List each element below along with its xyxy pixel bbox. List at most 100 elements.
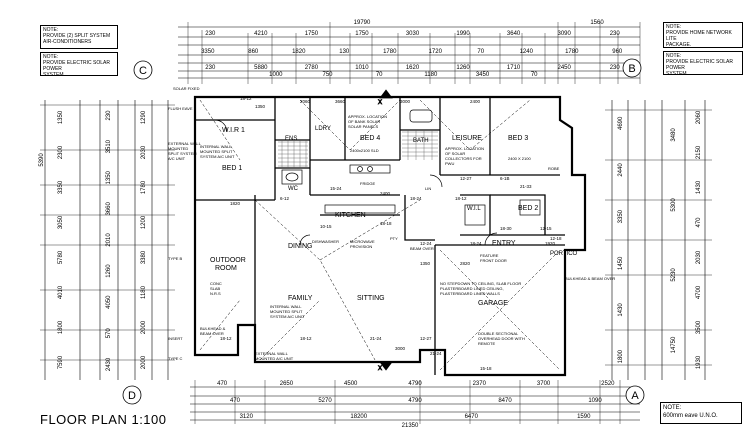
dim-top-row2: 1240 [520,49,534,55]
dim-left-col2: 570 [106,328,112,339]
note-flush-eave: FLUSH EAVE [168,106,193,111]
section-arrows: X X [378,89,393,372]
dim-right-col1: 3350 [618,209,624,223]
room-wil: W.I.L [467,206,481,212]
interior-dim: 18-12 [220,336,232,341]
dim-top-row3: 2450 [557,65,571,71]
interior-dim: 18-24 [410,196,422,201]
grid-markers [122,58,645,405]
dim-left-col3: 3380 [141,250,147,264]
note-home-network: NOTE: PROVIDE HOME NETWORK LITE PACKAGE. [663,22,743,48]
dim-left-col2: 230 [106,110,112,121]
interior-dim: 1920 [545,241,556,246]
dim-top-row2: 960 [612,49,623,55]
interior-dim: 21-24 [430,351,442,356]
note-internal2-1: INTERNAL WALL [270,304,302,309]
note-window: 2400 X 2100 [508,156,531,161]
note-internal-2: MOUNTED SPLIT [200,149,233,154]
dim-bottom-row1: 4790 [408,381,422,387]
dim-top-row1: 1990 [456,31,470,37]
note-external-4: A/C UNIT [168,156,186,161]
dim-top-row1: 3090 [557,31,571,37]
dim-right-col1: 2440 [618,163,624,177]
dim-top-row1: 1750 [355,31,369,37]
fixtures [214,109,541,246]
dim-left-col2: 2010 [106,233,112,247]
interior-dim: 1350 [255,104,266,109]
dim-right-col2: 14750 [671,336,677,353]
left-dimension-lines [40,100,175,380]
dim-top-row3: 1710 [507,65,521,71]
hip-lines [199,99,561,371]
grid-marker-d: D [128,390,136,402]
dim-right-col1: 4690 [618,116,624,130]
dim-top-row3: 230 [610,65,621,71]
dim-top-row1: 1750 [305,31,319,37]
note-internal2-2: MOUNTED SPLIT [270,309,303,314]
dim-right-col3: 3500 [696,320,702,334]
dim-left-col3: 2030 [141,145,147,159]
note-pantry: PTY [390,236,398,241]
dim-left-col1: 4010 [58,285,64,299]
interior-dim: 12-18 [550,236,562,241]
note-robe: ROBE [548,166,560,171]
interior-dim: 3000 [400,99,411,104]
dim-top-row1: 4210 [254,31,268,37]
dim-top-row1: 3030 [406,31,420,37]
room-ens: ENS [285,136,297,142]
room-family: FAMILY [288,295,313,302]
room-wc1: WC [288,186,299,192]
note-door-2: OVERHEAD DOOR WITH [478,336,525,341]
interior-dim: 2060 [300,99,311,104]
plan-title: FLOOR PLAN 1:100 [40,412,167,427]
note-internal2-3: SYSTEM A/C UNIT [270,314,305,319]
dim-top-row1: 230 [610,31,621,37]
dim-bottom-row1: 2370 [473,381,487,387]
dim-left-col3: 1290 [141,110,147,124]
note-feature-door-1: FEATURE [480,253,499,258]
interior-dim: 1350 [420,261,431,266]
dim-top-row4: 70 [376,72,383,78]
note-panels-3: SOLAR PANELS [348,124,378,129]
dim-top-row4: 3450 [476,72,490,78]
dim-left-overall: 5390 [39,153,45,167]
note-external2-2: MOUNTED A/C UNIT [255,356,294,361]
interior-dim: 3000 [395,346,406,351]
dim-top-row1: 230 [205,31,216,37]
note-type-c: TYPE C [168,356,183,361]
note-door-3: REMOTE [478,341,495,346]
note-cornice-2: SLAB [210,286,221,291]
dim-right-col3: 4700 [696,285,702,299]
grid-marker-c: C [139,65,147,77]
dim-right-col1: 1450 [618,256,624,270]
note-solar-left: NOTE: PROVIDE ELECTRIC SOLAR POWER SYSTE… [40,52,118,78]
internal-walls [194,97,565,375]
room-outdoor-2: ROOM [215,265,237,272]
dim-top-right: 1560 [590,20,604,26]
note-garage-3: PLASTERBOARD LINED WALLS [440,291,500,296]
dim-top-row3: 1260 [456,65,470,71]
dim-left-col2: 1260 [106,264,112,278]
annotations: SOLAR FIXED FLUSH EAVE APPROX. LOCATION … [168,86,615,361]
note-bulkhead-1: BULKHEAD & [200,326,226,331]
dim-left-col2: 1350 [106,170,112,184]
room-entry: ENTRY [492,240,516,247]
room-ldry: LDRY [315,126,331,132]
dim-right-col2: 5230 [671,268,677,282]
interior-dim: 21-24 [370,336,382,341]
dim-right-col3: 2060 [696,110,702,124]
dim-left-col2: 3510 [106,139,112,153]
note-bulkhead-right: BULKHEAD & BEAM OVER [565,276,615,281]
interior-dim: 10-15 [320,224,332,229]
dim-bottom-overall: 21350 [402,423,419,429]
interior-dim: 6-12 [280,196,290,201]
dim-left-col2: 2430 [106,357,112,371]
interior-dim: 18-12 [300,336,312,341]
dim-bottom-row1: 2650 [280,381,294,387]
note-dishwasher: DISHWASHER [312,239,339,244]
room-wir: W.I.R 1 [222,127,245,134]
room-bed2: BED 2 [518,205,538,212]
dim-left-col3: 1180 [141,285,147,299]
